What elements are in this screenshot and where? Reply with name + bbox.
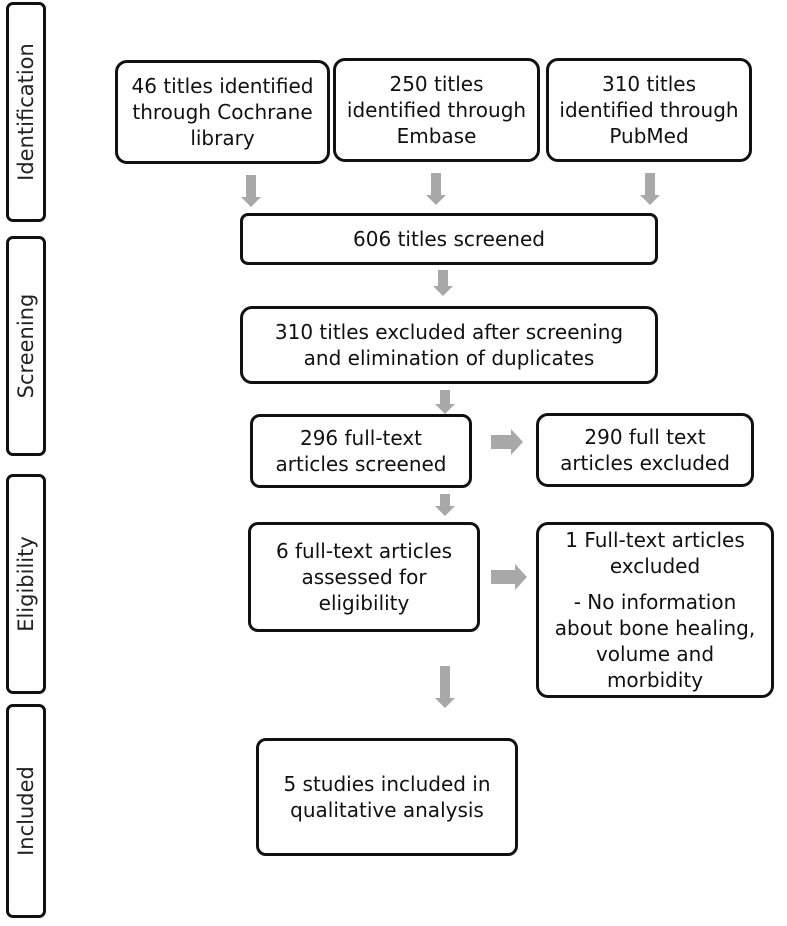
source-embase-line-2: identified through	[346, 98, 527, 122]
fulltext-screened-line-1: 296 full-text	[299, 426, 423, 450]
excluded-duplicates-line-1: 310 titles excluded after screening	[274, 320, 624, 344]
eligibility-excluded-reason-1: - No information	[573, 590, 737, 614]
excluded-duplicates-line-2: and elimination of duplicates	[303, 346, 595, 370]
eligibility-excluded-reason-4: morbidity	[606, 668, 704, 692]
fulltext-excluded-box: 290 full text articles excluded	[536, 413, 754, 487]
source-cochrane-line-2: through Cochrane	[132, 100, 313, 124]
screened-text: 606 titles screened	[353, 227, 545, 251]
source-cochrane-line-3: library	[190, 126, 255, 150]
source-embase-line-1: 250 titles	[389, 72, 484, 96]
stage-eligibility-label: Eligibility	[14, 536, 38, 632]
stage-identification-label: Identification	[14, 43, 38, 181]
eligibility-excluded-heading-2: excluded	[609, 554, 701, 578]
fulltext-excluded-line-1: 290 full text	[584, 425, 706, 449]
eligibility-assessed-line-1: 6 full-text articles	[275, 539, 453, 563]
fulltext-excluded-line-2: articles excluded	[560, 451, 730, 475]
included-box: 5 studies included in qualitative analys…	[256, 738, 518, 856]
included-line-2: qualitative analysis	[290, 798, 484, 822]
stage-screening: Screening	[6, 236, 46, 456]
eligibility-excluded-reason-2: about bone healing,	[554, 616, 756, 640]
screened-box: 606 titles screened	[240, 213, 658, 265]
stage-eligibility: Eligibility	[6, 474, 46, 694]
source-embase-line-3: Embase	[396, 124, 477, 148]
eligibility-excluded-box: 1 Full-text articles excluded - No infor…	[536, 522, 774, 698]
source-embase-box: 250 titles identified through Embase	[333, 58, 540, 162]
stage-identification: Identification	[6, 2, 46, 222]
source-pubmed-line-1: 310 titles	[601, 72, 697, 96]
included-line-1: 5 studies included in	[283, 772, 491, 796]
source-cochrane-box: 46 titles identified through Cochrane li…	[115, 60, 330, 164]
source-pubmed-line-3: PubMed	[609, 124, 689, 148]
eligibility-assessed-line-2: assessed for	[301, 565, 427, 589]
source-pubmed-line-2: identified through	[559, 98, 739, 122]
eligibility-assessed-box: 6 full-text articles assessed for eligib…	[248, 522, 480, 632]
stage-screening-label: Screening	[14, 293, 38, 399]
eligibility-assessed-line-3: eligibility	[318, 591, 410, 615]
eligibility-excluded-heading-1: 1 Full-text articles	[565, 528, 745, 552]
source-pubmed-box: 310 titles identified through PubMed	[546, 58, 752, 162]
eligibility-excluded-reason-3: volume and	[595, 642, 715, 666]
excluded-duplicates-box: 310 titles excluded after screening and …	[240, 306, 658, 384]
stage-included-label: Included	[14, 766, 38, 856]
fulltext-screened-box: 296 full-text articles screened	[250, 414, 472, 488]
source-cochrane-line-1: 46 titles identified	[131, 74, 314, 98]
fulltext-screened-line-2: articles screened	[275, 452, 447, 476]
stage-included: Included	[6, 704, 46, 918]
